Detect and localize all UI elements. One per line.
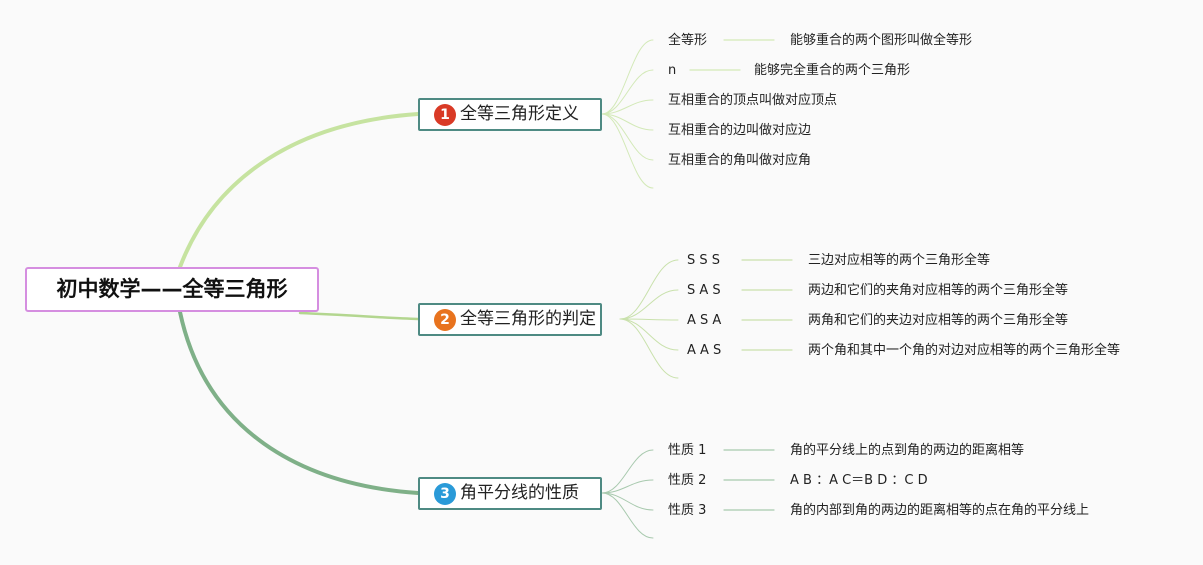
branch-title: 角平分线的性质 xyxy=(460,483,579,503)
leaf-link-2-1 xyxy=(619,259,679,320)
leaf-desc[interactable]: 能够完全重合的两个三角形 xyxy=(754,63,911,78)
leaf-desc[interactable]: 两角和它们的夹边对应相等的两个三角形全等 xyxy=(808,313,1069,328)
leaf-link-1-2 xyxy=(601,69,654,115)
leaf-link-1-6 xyxy=(601,113,654,189)
leaf-desc[interactable]: 能够重合的两个图形叫做全等形 xyxy=(790,33,973,48)
leaf-term[interactable]: 互相重合的角叫做对应角 xyxy=(668,153,812,168)
leaf-term[interactable]: A A S xyxy=(687,343,722,358)
badge-2: 2 xyxy=(434,308,456,331)
leaf-link-1-1 xyxy=(601,39,654,115)
leaf-term[interactable]: S S S xyxy=(687,253,721,268)
leaf-link-1-3 xyxy=(601,99,654,115)
branch-definition[interactable]: 1 全等三角形定义 xyxy=(418,98,602,131)
root-title: 初中数学——全等三角形 xyxy=(56,277,288,301)
leaf-link-2-3 xyxy=(619,318,679,321)
leaf-links xyxy=(601,39,793,539)
leaf-desc[interactable]: A B ：A C＝B D ：C D xyxy=(790,473,928,488)
leaf-desc[interactable]: 三边对应相等的两个三角形全等 xyxy=(808,253,991,268)
branch-title: 全等三角形定义 xyxy=(460,104,579,124)
leaf-term[interactable]: 全等形 xyxy=(668,33,708,48)
badge-1: 1 xyxy=(434,103,456,126)
leaf-link-1-5 xyxy=(601,113,654,161)
leaf-desc[interactable]: 两边和它们的夹角对应相等的两个三角形全等 xyxy=(808,283,1069,298)
leaf-desc[interactable]: 两个角和其中一个角的对边对应相等的两个三角形全等 xyxy=(808,343,1121,358)
root-link-2 xyxy=(298,311,420,321)
leaf-term[interactable]: n xyxy=(668,63,677,78)
branch-angle-bisector[interactable]: 3 角平分线的性质 xyxy=(418,477,602,510)
branch-criteria[interactable]: 2 全等三角形的判定 xyxy=(418,303,602,336)
badge-3: 3 xyxy=(434,482,456,505)
leaf-term[interactable]: 性质 2 xyxy=(668,473,707,488)
leaf-term[interactable]: 性质 3 xyxy=(668,503,707,518)
leaf-link-2-5 xyxy=(619,318,679,379)
leaf-desc[interactable]: 角的内部到角的两边的距离相等的点在角的平分线上 xyxy=(790,503,1090,518)
root-link-3 xyxy=(178,310,420,495)
leaf-link-3-4 xyxy=(601,492,654,539)
leaf-term[interactable]: S A S xyxy=(687,283,721,298)
leaf-link-3-1 xyxy=(601,449,654,494)
leaf-term[interactable]: 互相重合的边叫做对应边 xyxy=(668,123,812,138)
leaf-link-3-2 xyxy=(601,479,654,494)
leaf-term[interactable]: 性质 1 xyxy=(668,443,707,458)
leaf-term[interactable]: 互相重合的顶点叫做对应顶点 xyxy=(668,93,838,108)
leaf-desc[interactable]: 角的平分线上的点到角的两边的距离相等 xyxy=(790,443,1025,458)
leaf-link-2-2 xyxy=(619,289,679,320)
root-branch-links xyxy=(178,112,420,495)
branch-title: 全等三角形的判定 xyxy=(460,309,596,329)
leaf-term[interactable]: A S A xyxy=(687,313,722,328)
root-topic[interactable]: 初中数学——全等三角形 xyxy=(25,267,319,312)
root-link-1 xyxy=(178,112,420,269)
leaf-link-2-4 xyxy=(619,318,679,351)
